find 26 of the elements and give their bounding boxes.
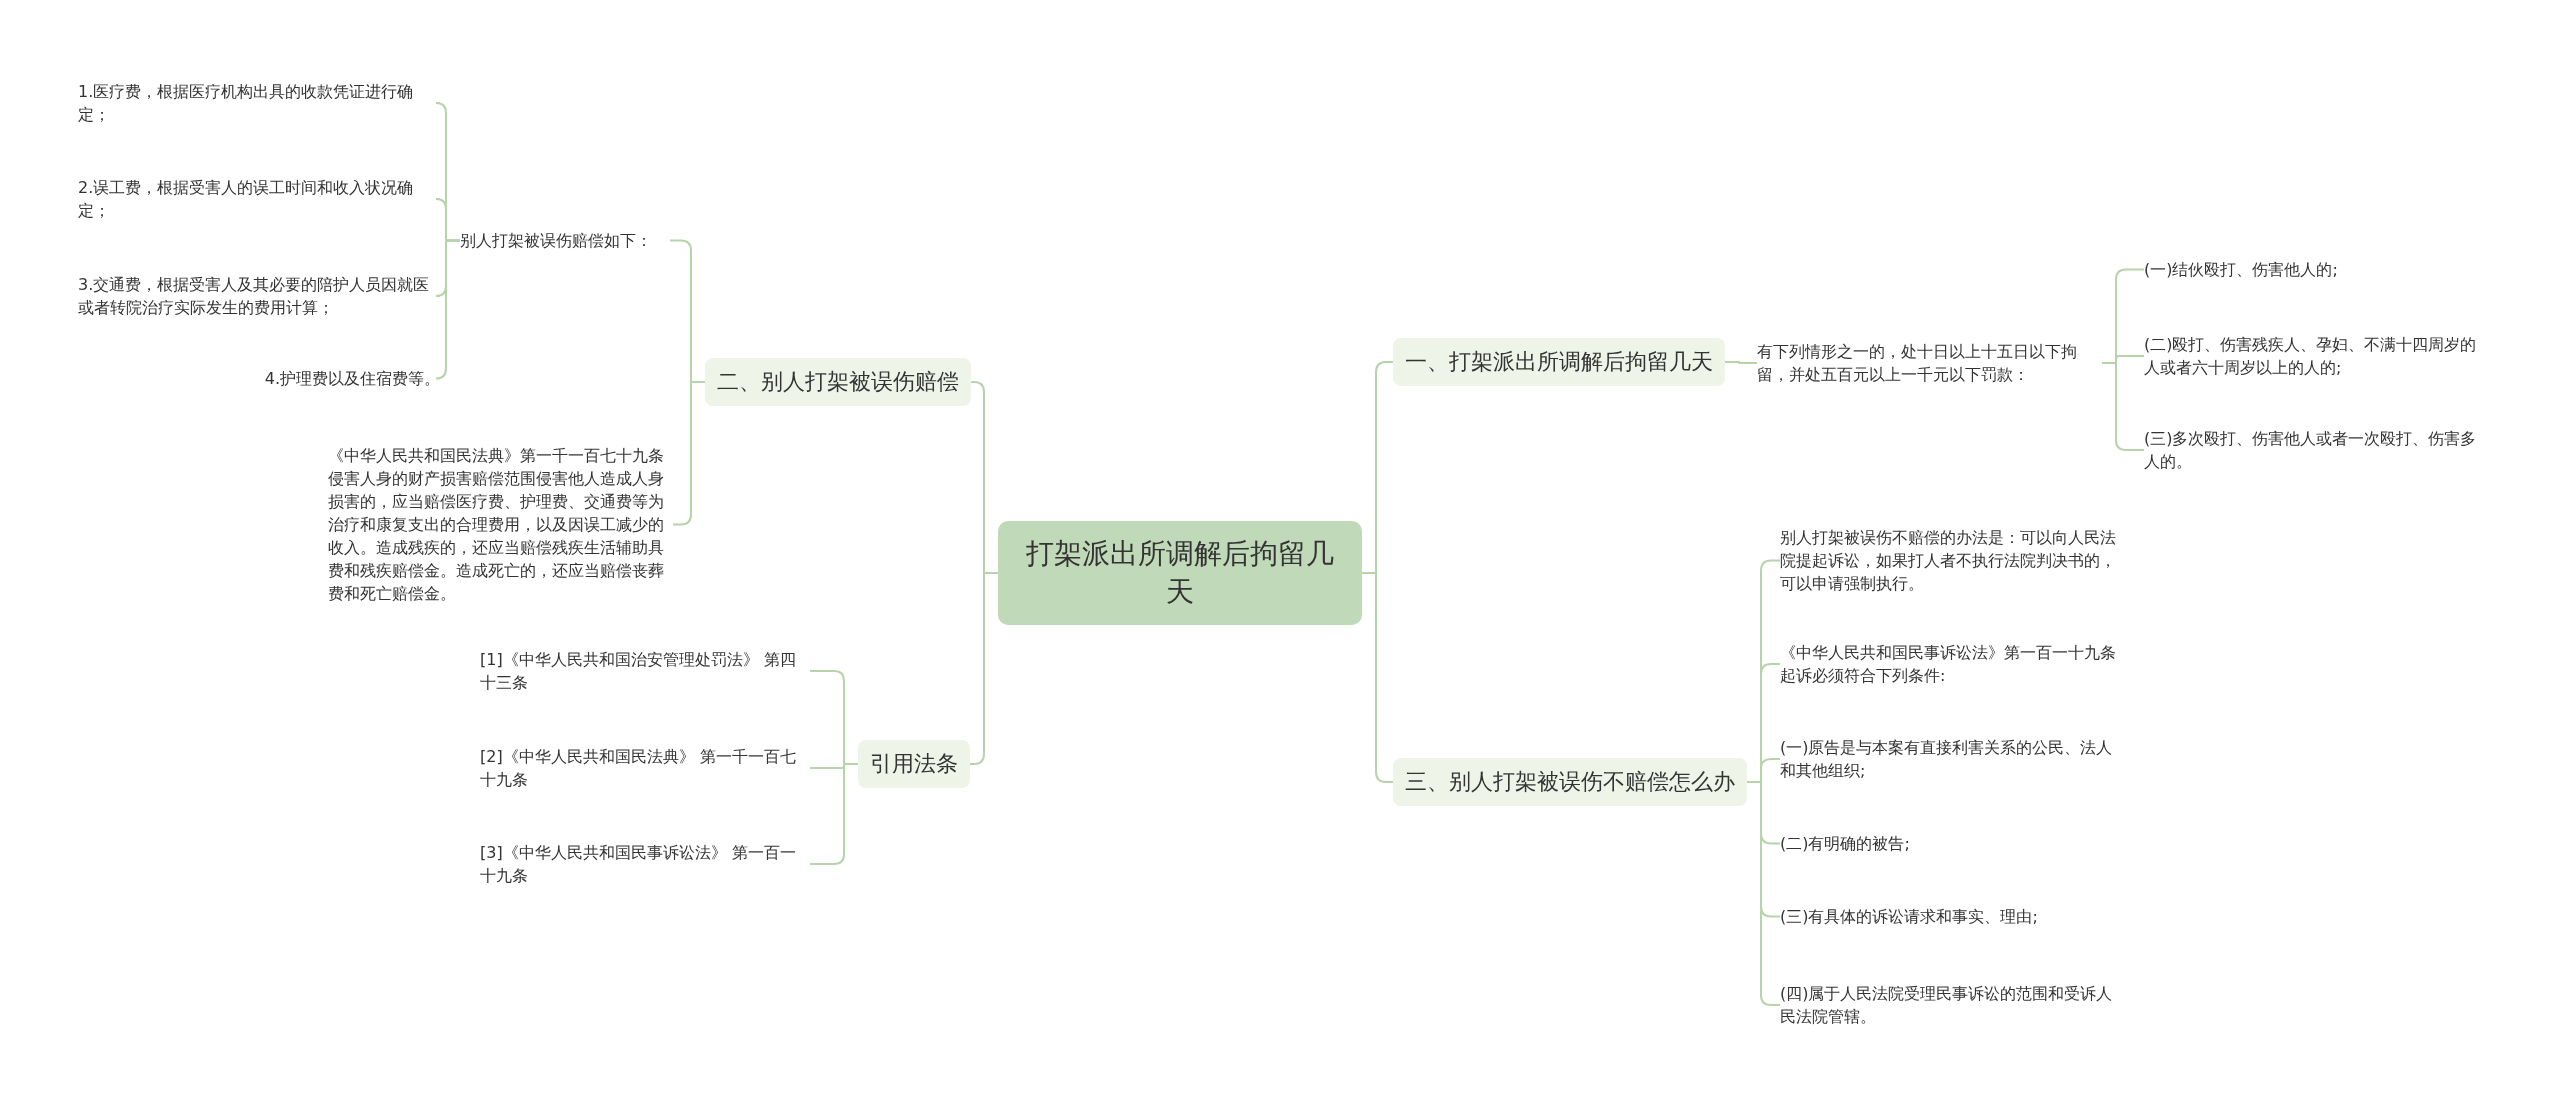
topic-text: 1.医疗费，根据医疗机构出具的收款凭证进行确定； <box>78 80 440 126</box>
topic-box: 引用法条 <box>858 740 970 788</box>
connector-line <box>1724 361 1758 364</box>
topic-text: 3.交通费，根据受害人及其必要的陪护人员因就医或者转院治疗实际发生的费用计算； <box>78 273 440 319</box>
topic-text: (二)殴打、伤害残疾人、孕妇、不满十四周岁的人或者六十周岁以上的人的; <box>2144 333 2489 379</box>
central-topic-box: 打架派出所调解后拘留几天 <box>998 521 1362 625</box>
topic-text: (三)有具体的诉讼请求和事实、理由; <box>1780 905 2125 928</box>
connector-line <box>809 763 859 865</box>
topic-text: (四)属于人民法院受理民事诉讼的范围和受诉人民法院管辖。 <box>1780 982 2125 1028</box>
topic-text: 4.护理费以及住宿费等。 <box>220 367 440 390</box>
topic-text: 别人打架被误伤不赔偿的办法是：可以向人民法院提起诉讼，如果打人者不执行法院判决书的，可以申请强制执行。 <box>1780 526 2125 595</box>
topic-text: 有下列情形之一的，处十日以上十五日以下拘留，并处五百元以上一千元以下罚款： <box>1757 340 2102 386</box>
topic-text: (一)结伙殴打、伤害他人的; <box>2144 258 2444 281</box>
topic-text: 《中华人民共和国民事诉讼法》第一百一十九条起诉必须符合下列条件: <box>1780 641 2125 687</box>
topic-box: 三、别人打架被误伤不赔偿怎么办 <box>1393 758 1747 806</box>
topic-text: 《中华人民共和国民法典》第一千一百七十九条侵害人身的财产损害赔偿范围侵害他人造成人身损害的，应当赔偿医疗费、护理费、交通费等为治疗和康复支出的合理费用，以及因误工减少的收入。造成残疾的，还应当赔偿残疾生活辅助具费和残疾赔偿金。造成死亡的，还应当赔偿丧葬费和死亡赔偿金。 <box>328 444 673 605</box>
topic-text: (一)原告是与本案有直接利害关系的公民、法人和其他组织; <box>1780 736 2125 782</box>
topic-box: 二、别人打架被误伤赔偿 <box>705 358 971 406</box>
topic-text: [1]《中华人民共和国治安管理处罚法》 第四十三条 <box>480 648 810 694</box>
topic-box: 一、打架派出所调解后拘留几天 <box>1393 338 1725 386</box>
topic-text: (三)多次殴打、伤害他人或者一次殴打、伤害多人的。 <box>2144 427 2489 473</box>
topic-text: [2]《中华人民共和国民法典》 第一千一百七十九条 <box>480 745 810 791</box>
topic-text: (二)有明确的被告; <box>1780 832 2125 855</box>
topic-text: 2.误工费，根据受害人的误工时间和收入状况确定； <box>78 176 440 222</box>
topic-text: 别人打架被误伤赔偿如下： <box>460 229 670 252</box>
topic-text: [3]《中华人民共和国民事诉讼法》 第一百一十九条 <box>480 841 810 887</box>
